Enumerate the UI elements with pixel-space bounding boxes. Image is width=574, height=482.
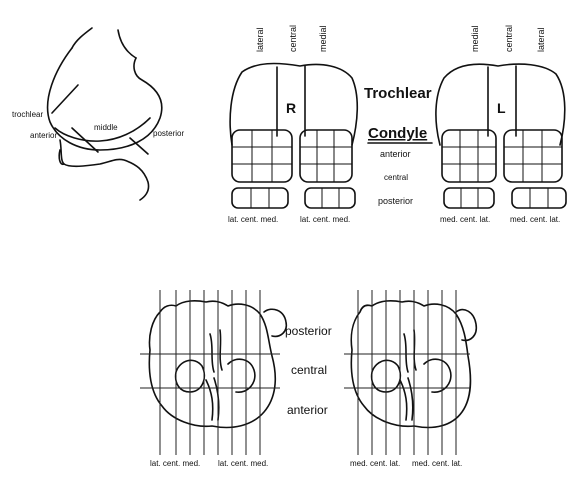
label-condyle-posterior: posterior xyxy=(378,196,413,206)
femur-left-bottom-label-left: med. cent. lat. xyxy=(440,215,490,224)
label-trochlear-heading: Trochlear xyxy=(364,85,432,102)
femur-left-condyle-grid-left xyxy=(442,130,496,182)
tibia-left-tubercle xyxy=(456,310,476,341)
tibia-left-bottom-label-right: med. cent. lat. xyxy=(412,459,462,468)
femur-left-col-central: central xyxy=(504,25,514,52)
label-tibia-central: central xyxy=(291,363,327,377)
femur-left-bottom-label-right: med. cent. lat. xyxy=(510,215,560,224)
label-condyle-central: central xyxy=(384,173,408,182)
femur-right-col-medial: medial xyxy=(318,25,328,52)
femur-right: R lateral central medial lat. cent. med.… xyxy=(228,25,357,224)
femur-left: L medial central lateral med. cent. lat.… xyxy=(436,25,566,224)
femur-right-letter: R xyxy=(286,100,296,116)
femur-left-posterior-right xyxy=(512,188,566,208)
femur-center-labels: Trochlear Condyle anterior central poste… xyxy=(364,85,432,206)
femur-right-col-central: central xyxy=(288,25,298,52)
knee-sagittal-sketch: trochlear anterior middle posterior xyxy=(12,28,184,200)
femur-right-posterior-right xyxy=(305,188,355,208)
tibia-right-bottom-label-left: lat. cent. med. xyxy=(150,459,200,468)
femur-left-letter: L xyxy=(497,100,506,116)
femur-shaft-outline-front xyxy=(72,28,92,48)
tibia-center-labels: posterior central anterior xyxy=(285,324,332,417)
tibia-left-bottom-label-left: med. cent. lat. xyxy=(350,459,400,468)
femur-right-posterior-left xyxy=(232,188,288,208)
femur-left-condyle-grid-right xyxy=(504,130,562,182)
label-condyle-heading: Condyle xyxy=(368,125,427,142)
femur-left-col-medial: medial xyxy=(470,25,480,52)
tibia-left-outline xyxy=(351,301,470,428)
label-trochlear: trochlear xyxy=(12,110,43,119)
tibia-right-grid xyxy=(140,290,280,455)
label-posterior: posterior xyxy=(153,129,184,138)
femur-left-col-lateral: lateral xyxy=(536,27,546,52)
label-anterior: anterior xyxy=(30,131,57,140)
label-condyle-anterior: anterior xyxy=(380,149,411,159)
femur-shaft-outline xyxy=(118,30,136,58)
trochlear-divider xyxy=(52,85,78,113)
femur-right-bottom-label-right: lat. cent. med. xyxy=(300,215,350,224)
femur-right-condyle-grid-left xyxy=(232,130,292,182)
label-middle: middle xyxy=(94,123,118,132)
femur-right-col-lateral: lateral xyxy=(255,27,265,52)
tibia-right-bottom-label-right: lat. cent. med. xyxy=(218,459,268,468)
tibia-right-inner-curve xyxy=(176,359,255,392)
tibial-plateau-outline xyxy=(60,140,149,200)
tibia-right: lat. cent. med. lat. cent. med. xyxy=(140,290,286,468)
tibia-right-eminence xyxy=(206,330,222,420)
label-tibia-posterior: posterior xyxy=(285,324,332,338)
posterior-divider xyxy=(130,138,148,154)
tibia-left: med. cent. lat. med. cent. lat. xyxy=(344,290,476,468)
femur-right-bottom-label-left: lat. cent. med. xyxy=(228,215,278,224)
femur-right-condyle-grid-right xyxy=(300,130,352,182)
femur-left-posterior-left xyxy=(444,188,494,208)
label-tibia-anterior: anterior xyxy=(287,403,328,417)
